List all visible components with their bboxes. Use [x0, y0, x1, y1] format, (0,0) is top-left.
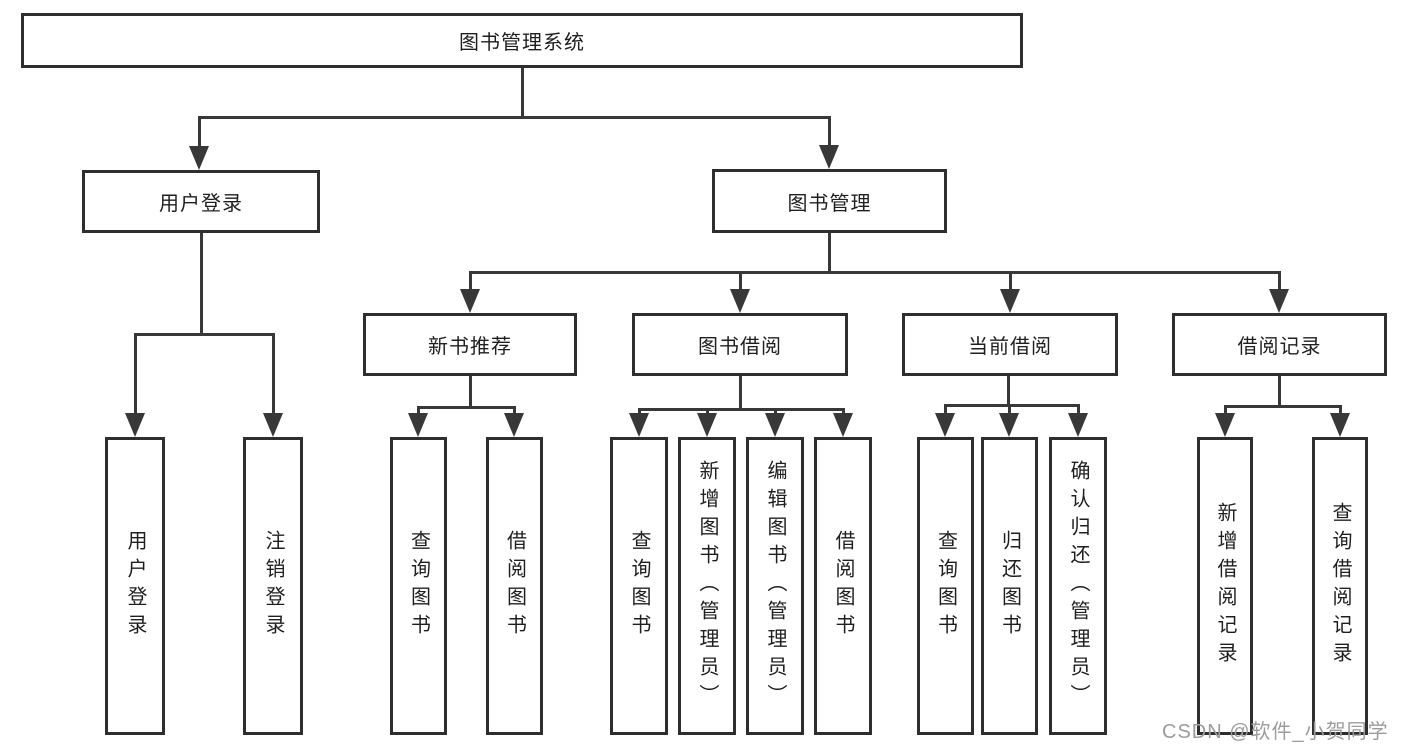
node-label: 当前借阅 — [968, 336, 1052, 358]
leaf-label: 查询图书 — [407, 530, 430, 642]
arrow-down-icon — [765, 413, 785, 437]
arrow-down-icon — [697, 413, 717, 437]
arrow-down-icon — [1269, 289, 1289, 313]
arrow-down-icon — [629, 413, 649, 437]
node-borrowing-records: 借阅记录 — [1172, 313, 1387, 376]
connector-line — [828, 116, 831, 146]
connector-line — [842, 408, 845, 415]
leaf-label: 查询图书 — [934, 530, 957, 642]
arrow-down-icon — [408, 413, 428, 437]
connector-line — [1077, 404, 1080, 415]
node-label: 图书借阅 — [698, 336, 782, 358]
connector-line — [417, 406, 516, 409]
connector-line — [134, 333, 137, 415]
connector-line — [1007, 376, 1010, 407]
connector-line — [513, 406, 516, 415]
node-label: 借阅记录 — [1237, 336, 1322, 358]
leaf-borrow-books: 借阅图书 — [814, 437, 872, 735]
leaf-label: 查询图书 — [628, 530, 650, 642]
leaf-label: 注销登录 — [262, 530, 284, 642]
arrow-down-icon — [263, 413, 283, 437]
node-label: 新书推荐 — [428, 336, 512, 358]
leaf-query-books-recommend: 查询图书 — [390, 437, 447, 735]
leaf-label: 编辑图书（管理员） — [764, 460, 786, 712]
connector-line — [944, 404, 1080, 407]
arrow-down-icon — [1330, 413, 1350, 437]
node-label: 图书管理 — [787, 192, 872, 215]
arrow-down-icon — [730, 289, 750, 313]
connector-line — [469, 271, 1281, 274]
leaf-label: 新增图书（管理员） — [696, 460, 718, 712]
connector-line — [469, 271, 472, 291]
leaf-logout: 注销登录 — [243, 437, 303, 735]
connector-line — [944, 404, 947, 415]
arrow-down-icon — [999, 413, 1019, 437]
connector-line — [1224, 405, 1342, 408]
leaf-user-login: 用户登录 — [105, 437, 165, 735]
arrow-down-icon — [1000, 289, 1020, 313]
leaf-label: 用户登录 — [124, 530, 146, 642]
connector-line — [638, 408, 641, 415]
connector-line — [1008, 404, 1011, 415]
connector-line — [200, 233, 203, 336]
connector-line — [828, 233, 831, 273]
leaf-label: 确认归还（管理员） — [1067, 460, 1089, 712]
leaf-label: 借阅图书 — [503, 530, 526, 642]
connector-line — [706, 408, 709, 415]
leaf-query-books-current: 查询图书 — [917, 437, 974, 735]
leaf-label: 归还图书 — [998, 530, 1021, 642]
connector-line — [1278, 271, 1281, 291]
connector-line — [134, 333, 275, 336]
connector-line — [1009, 271, 1012, 291]
arrow-down-icon — [125, 413, 145, 437]
connector-line — [521, 68, 524, 118]
leaf-label: 新增借阅记录 — [1214, 502, 1236, 670]
connector-line — [469, 376, 472, 409]
connector-line — [198, 116, 201, 147]
node-user-login: 用户登录 — [82, 170, 320, 233]
connector-line — [1224, 405, 1227, 415]
leaf-query-books-borrowing: 查询图书 — [610, 437, 668, 735]
leaf-borrow-books-recommend: 借阅图书 — [486, 437, 543, 735]
node-book-borrowing: 图书借阅 — [632, 313, 848, 376]
connector-line — [1278, 376, 1281, 408]
arrow-down-icon — [1215, 413, 1235, 437]
arrow-down-icon — [1068, 413, 1088, 437]
leaf-label: 借阅图书 — [832, 530, 854, 642]
connector-line — [739, 376, 742, 410]
arrow-down-icon — [935, 413, 955, 437]
connector-line — [417, 406, 420, 415]
leaf-edit-books-admin: 编辑图书（管理员） — [746, 437, 804, 735]
arrow-down-icon — [460, 289, 480, 313]
arrow-down-icon — [819, 145, 839, 169]
connector-line — [272, 333, 275, 415]
node-label: 用户登录 — [159, 193, 243, 215]
leaf-query-borrow-record: 查询借阅记录 — [1312, 437, 1368, 735]
node-library-management-system: 图书管理系统 — [21, 13, 1023, 68]
connector-line — [774, 408, 777, 415]
leaf-add-books-admin: 新增图书（管理员） — [678, 437, 736, 735]
arrow-down-icon — [833, 413, 853, 437]
leaf-return-books: 归还图书 — [981, 437, 1038, 735]
connector-line — [739, 271, 742, 291]
arrow-down-icon — [504, 413, 524, 437]
node-label: 图书管理系统 — [459, 32, 585, 54]
arrow-down-icon — [189, 146, 209, 170]
leaf-add-borrow-record: 新增借阅记录 — [1197, 437, 1253, 735]
connector-line — [198, 116, 831, 119]
node-current-borrowing: 当前借阅 — [902, 313, 1118, 376]
watermark: CSDN @软件_小贺同学 — [1162, 721, 1389, 743]
connector-line — [1339, 405, 1342, 415]
leaf-confirm-return-admin: 确认归还（管理员） — [1049, 437, 1107, 735]
node-new-book-recommendation: 新书推荐 — [363, 313, 577, 376]
leaf-label: 查询借阅记录 — [1329, 502, 1351, 670]
connector-line — [638, 408, 845, 411]
node-book-management: 图书管理 — [712, 169, 947, 233]
